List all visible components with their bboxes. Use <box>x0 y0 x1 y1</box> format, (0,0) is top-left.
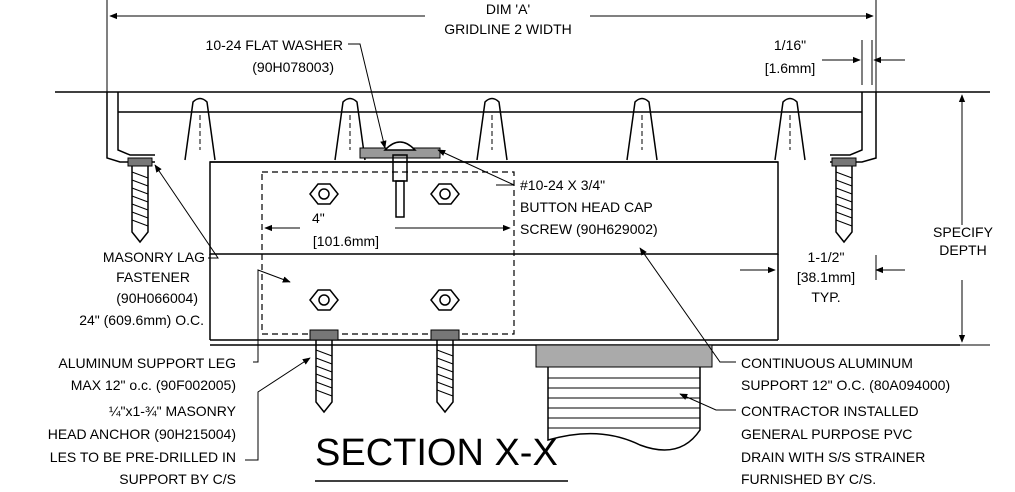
grate-clips <box>184 97 806 161</box>
cap-screw <box>359 141 441 218</box>
depth-1-5-dimension <box>740 255 905 280</box>
pvc-label-line4: FURNISHED BY C/S. <box>741 471 876 487</box>
pvc-label-line2: GENERAL PURPOSE PVC <box>741 426 912 442</box>
depth-mm-label: [38.1mm] <box>797 269 855 285</box>
lag-screws <box>127 157 857 244</box>
dim-a-label: DIM 'A' <box>486 1 530 17</box>
screw-label-line3: SCREW (90H629002) <box>520 221 658 237</box>
lag-label-line3: (90H066004) <box>116 290 198 306</box>
specify-label: SPECIFY <box>933 224 994 240</box>
four-inch-label: 4" <box>312 210 325 226</box>
washer-label-line1: 10-24 FLAT WASHER <box>206 37 343 53</box>
lag-label-line2: FASTENER <box>116 269 190 285</box>
trench-channel <box>55 91 990 346</box>
lag-label-line1: MASONRY LAG <box>103 249 205 265</box>
depth-inch-label: 1-1/2" <box>808 249 845 265</box>
specify-depth-dimension <box>880 91 990 346</box>
gap-dimension <box>822 40 905 85</box>
hex-nuts <box>309 183 460 311</box>
leader-lines <box>154 43 736 461</box>
washer-label-line2: (90H078003) <box>252 59 334 75</box>
leg-label-line2: MAX 12" o.c. (90F002005) <box>71 377 236 393</box>
cont-label-line1: CONTINUOUS ALUMINUM <box>741 355 913 371</box>
gap-mm-label: [1.6mm] <box>765 60 816 76</box>
gap-inch-label: 1/16" <box>774 37 806 53</box>
support-leg-outline <box>261 171 515 335</box>
cont-label-line2: SUPPORT 12" O.C. (80A094000) <box>741 377 950 393</box>
anchor-label-line2: HEAD ANCHOR (90H215004) <box>48 426 236 442</box>
screw-label-line1: #10-24 X 3/4" <box>520 177 605 193</box>
anchor-label-line3: LES TO BE PRE-DRILLED IN <box>50 449 236 465</box>
anchor-label-line4: SUPPORT BY C/S <box>119 471 236 487</box>
anchor-label-line1: ¼"x1-¾" MASONRY <box>109 403 237 419</box>
screw-label-line2: BUTTON HEAD CAP <box>520 199 653 215</box>
head-anchors <box>309 329 460 414</box>
gridline-width-label: GRIDLINE 2 WIDTH <box>444 21 572 37</box>
pvc-label-line3: DRAIN WITH S/S STRAINER <box>741 449 925 465</box>
pvc-drain <box>535 344 713 451</box>
four-mm-label: [101.6mm] <box>313 233 379 249</box>
lag-label-line4: 24" (609.6mm) O.C. <box>79 312 204 328</box>
dim-a-dimension <box>106 0 877 92</box>
depth-typ-label: TYP. <box>811 289 840 305</box>
pvc-label-line1: CONTRACTOR INSTALLED <box>741 403 919 419</box>
section-title: SECTION X-X <box>315 432 558 474</box>
depth-label: DEPTH <box>939 242 986 258</box>
leg-label-line1: ALUMINUM SUPPORT LEG <box>58 355 236 371</box>
